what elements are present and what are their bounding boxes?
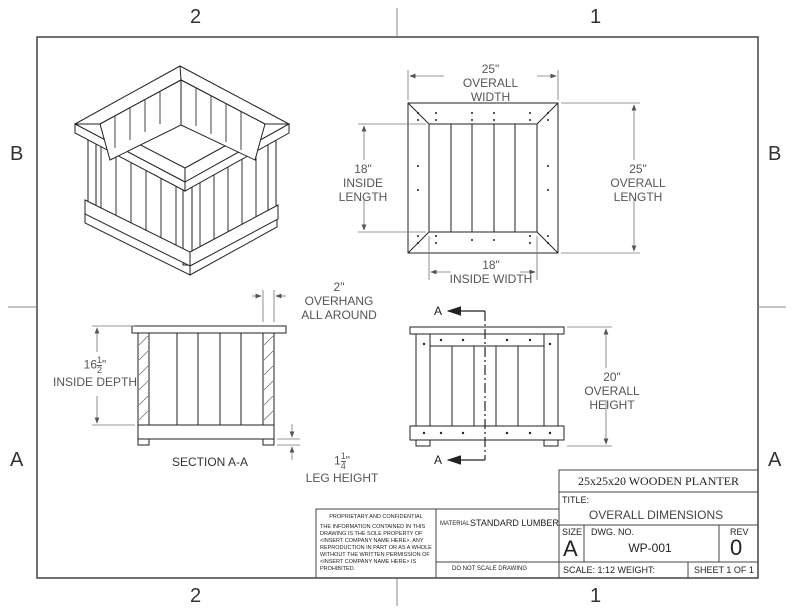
- overall-height-label: OVERALL HEIGHT: [584, 384, 640, 412]
- inside-depth-numerator: 1: [97, 355, 103, 366]
- inside-width-value: 18": [482, 258, 500, 272]
- inside-length-dim: 18" INSIDE LENGTH: [318, 162, 408, 204]
- section-marker-bottom: A: [433, 453, 442, 467]
- size-label: SIZE: [562, 527, 583, 537]
- inside-width-dim: 18" INSIDE WIDTH: [446, 258, 536, 286]
- title-value: OVERALL DIMENSIONS: [588, 508, 724, 522]
- overhang-dim: 2" OVERHANG ALL AROUND: [296, 280, 382, 322]
- inside-length-value: 18": [354, 162, 372, 176]
- inside-width-label: INSIDE WIDTH: [449, 272, 533, 286]
- overhang-label-1: OVERHANG: [304, 294, 374, 308]
- zone-label-left-b: B: [10, 143, 24, 165]
- top-view: [407, 102, 559, 254]
- dwg-no-label: DWG. NO.: [591, 527, 634, 537]
- inside-depth-label: INSIDE DEPTH: [52, 375, 137, 389]
- inside-depth-denominator: 2: [97, 365, 103, 375]
- leg-height-denominator: 4: [340, 461, 346, 471]
- overall-length-label: OVERALL LENGTH: [610, 176, 666, 204]
- rev-value: 0: [730, 535, 743, 560]
- zone-label-top-2: 2: [190, 6, 202, 28]
- zone-ticks: [8, 8, 786, 606]
- size-value: A: [563, 536, 578, 561]
- dwg-no-value: WP-001: [628, 541, 672, 555]
- zone-label-bottom-1: 1: [590, 585, 602, 607]
- leg-height-numerator: 1: [340, 451, 346, 462]
- inside-depth-whole: 16: [83, 357, 98, 372]
- overall-height-value: 20": [603, 370, 621, 384]
- section-cut-line: [446, 306, 486, 465]
- rev-label: REV: [730, 527, 749, 537]
- front-view: [409, 326, 565, 447]
- zone-label-top-1: 1: [590, 6, 602, 28]
- inside-length-label: INSIDE LENGTH: [338, 176, 388, 204]
- section-label: SECTION A-A: [171, 455, 248, 469]
- overhang-value: 2": [333, 280, 345, 294]
- isometric-view: [73, 65, 291, 276]
- overall-height-dim: 20" OVERALL HEIGHT: [562, 370, 662, 412]
- overall-width-value: 25": [481, 62, 500, 76]
- zone-label-bottom-2: 2: [190, 585, 202, 607]
- overall-width-dim: 25" OVERALL WIDTH: [444, 62, 537, 104]
- zone-label-right-b: B: [768, 143, 782, 165]
- do-not-scale: DO NOT SCALE DRAWING: [452, 566, 528, 572]
- leg-height-whole: 1: [334, 453, 341, 468]
- front-view-screws: [422, 338, 552, 435]
- drawing-title: 25x25x20 WOODEN PLANTER: [577, 474, 740, 488]
- material-label: MATERIAL: [440, 521, 470, 527]
- title-block-lines: [315, 469, 759, 579]
- sheet-number: SHEET 1 OF 1: [694, 565, 754, 575]
- top-view-screws: [417, 112, 549, 244]
- leg-height-label: LEG HEIGHT: [305, 471, 379, 485]
- overhang-label-2: ALL AROUND: [301, 308, 377, 322]
- proprietary-title: PROPRIETARY AND CONFIDENTIAL: [329, 514, 423, 520]
- material-value: STANDARD LUMBER: [470, 518, 559, 528]
- proprietary-text: THE INFORMATION CONTAINED IN THIS DRAWIN…: [320, 524, 432, 572]
- zone-label-left-a: A: [10, 449, 24, 471]
- overall-length-value: 25": [629, 162, 647, 176]
- overall-width-label: OVERALL WIDTH: [462, 76, 519, 104]
- title-label: TITLE:: [562, 495, 590, 505]
- section-view: [131, 325, 287, 446]
- overall-length-dim: 25" OVERALL LENGTH: [586, 162, 690, 204]
- scale-weight: SCALE: 1:12 WEIGHT:: [563, 565, 656, 575]
- zone-label-right-a: A: [768, 449, 782, 471]
- dimension-lines: [92, 70, 640, 460]
- section-marker-top: A: [433, 304, 442, 318]
